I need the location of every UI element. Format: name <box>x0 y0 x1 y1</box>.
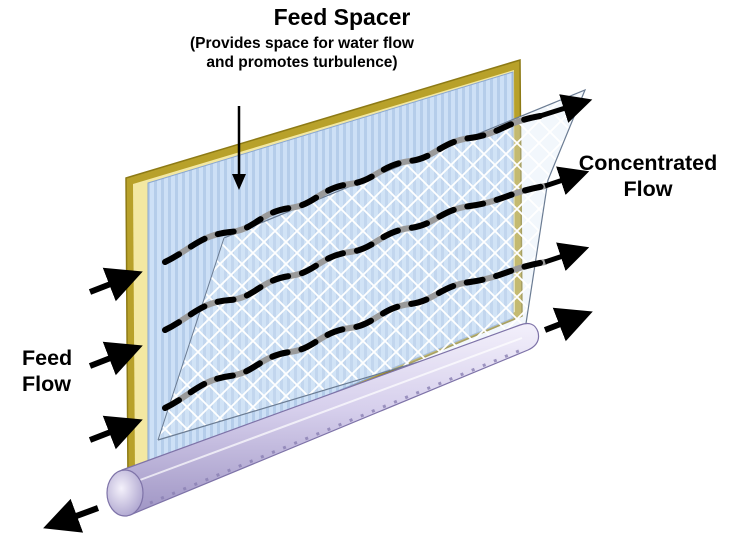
feed-flow-line-2: Flow <box>22 372 71 396</box>
permeate-out-arrow <box>43 498 100 533</box>
feed-flow-arrows <box>88 267 143 450</box>
feed-spacer-subtitle-1: (Provides space for water flow <box>190 35 414 52</box>
permeate-flow-arrows <box>43 307 593 533</box>
feed-flow-label: Feed Flow <box>22 345 72 397</box>
feed-flow-line-1: Feed <box>22 346 73 370</box>
turbulence-paths <box>162 113 548 411</box>
feed-arrow <box>88 341 143 376</box>
concentrated-flow-line-1: Concentrated <box>578 151 718 175</box>
concentrated-arrow <box>539 94 593 123</box>
feed-spacer-title: Feed Spacer <box>273 4 411 30</box>
concentrated-arrow <box>544 166 590 195</box>
permeate-tube <box>106 322 540 517</box>
feed-spacer-subtitle-2: and promotes turbulence) <box>206 54 398 71</box>
feed-arrow <box>88 267 143 302</box>
permeate-out-arrow <box>543 307 593 342</box>
concentrated-flow-line-2: Flow <box>623 177 673 201</box>
tube-end-cap <box>106 469 144 517</box>
concentrated-flow-arrows <box>539 94 593 271</box>
concentrated-flow-label: Concentrated Flow <box>548 150 736 202</box>
spacer-pointer-arrow <box>232 106 246 190</box>
feed-arrow <box>88 415 143 450</box>
concentrated-arrow <box>544 242 590 271</box>
